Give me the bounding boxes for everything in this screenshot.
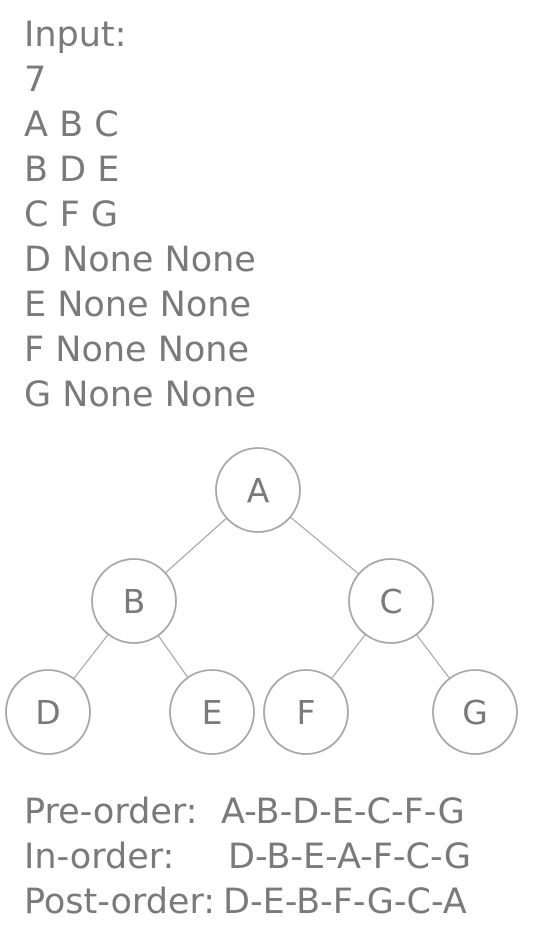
node-label-d: D (35, 693, 60, 732)
tree-edges (73, 516, 451, 680)
tree-node-b: B (91, 558, 177, 644)
postorder-label: Post-order: (24, 882, 216, 922)
node-label-g: G (462, 693, 488, 732)
tree-node-e: E (169, 669, 255, 755)
input-count: 7 (24, 60, 47, 100)
node-circle-c (348, 558, 434, 644)
tree-node-c: C (348, 558, 434, 644)
traversal-results: Pre-order: A-B-D-E-C-F-G In-order: D-B-E… (24, 790, 471, 925)
node-label-c: C (379, 582, 402, 621)
input-line-d: D None None (24, 240, 256, 280)
input-block: Input: 7 A B C B D E C F G D None None E… (24, 13, 256, 418)
tree-node-d: D (5, 669, 91, 755)
node-label-b: B (123, 582, 146, 621)
inorder-value: D-B-E-A-F-C-G (228, 837, 471, 877)
input-line-b: B D E (24, 150, 120, 190)
preorder-label: Pre-order: (24, 792, 198, 832)
edge-c-f (331, 633, 366, 680)
edge-a-b (164, 517, 228, 574)
node-circle-e (169, 669, 255, 755)
node-label-a: A (247, 471, 270, 510)
edge-b-e (157, 635, 189, 678)
inorder-row: In-order: D-B-E-A-F-C-G (24, 835, 471, 880)
node-label-f: F (297, 693, 316, 732)
node-circle-a (215, 447, 301, 533)
tree-node-a: A (215, 447, 301, 533)
node-circle-b (91, 558, 177, 644)
tree-nodes: A B C D E F G (5, 447, 518, 755)
node-circle-f (263, 669, 349, 755)
preorder-value: A-B-D-E-C-F-G (221, 792, 465, 832)
edge-a-c (289, 516, 360, 575)
input-line-g: G None None (24, 375, 256, 415)
postorder-value: D-E-B-F-G-C-A (223, 882, 467, 922)
inorder-label: In-order: (24, 837, 175, 877)
node-circle-d (5, 669, 91, 755)
node-circle-g (432, 669, 518, 755)
tree-node-f: F (263, 669, 349, 755)
input-line-c: C F G (24, 195, 118, 235)
input-line-a: A B C (24, 105, 119, 145)
input-label: Input: (24, 15, 127, 55)
edge-c-g (415, 634, 451, 679)
input-line-e: E None None (24, 285, 251, 325)
tree-node-g: G (432, 669, 518, 755)
preorder-row: Pre-order: A-B-D-E-C-F-G (24, 790, 471, 835)
postorder-row: Post-order: D-E-B-F-G-C-A (24, 880, 471, 925)
edge-b-d (73, 633, 109, 680)
node-label-e: E (202, 693, 223, 732)
input-line-f: F None None (24, 330, 250, 370)
